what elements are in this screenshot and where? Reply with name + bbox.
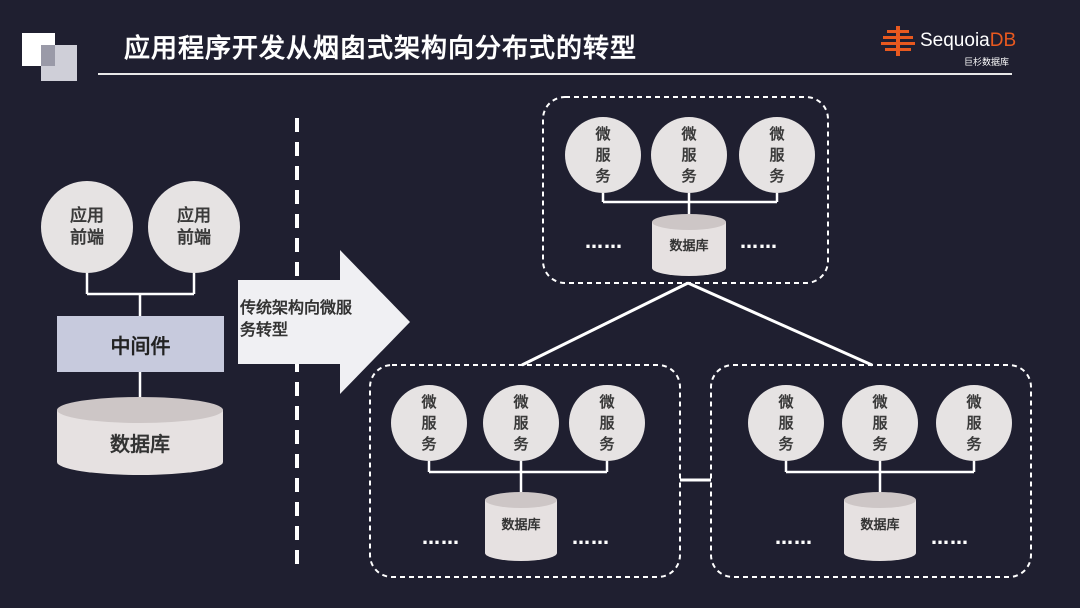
cluster-connectors [521, 281, 873, 482]
right-cluster-lines [784, 461, 976, 494]
db-cylinder-left [485, 492, 557, 561]
app-frontend-node: 应用前端 [148, 181, 240, 273]
microservice-node: 微服务 [391, 385, 467, 461]
left-cluster-database-label: 数据库 [501, 518, 541, 533]
logo-subtitle: 巨杉数据库 [964, 58, 1010, 68]
microservice-node: 微服务 [936, 385, 1012, 461]
top-database-label: 数据库 [669, 239, 709, 254]
microservice-node: 微服务 [565, 117, 641, 193]
ellipsis: …… [585, 232, 623, 253]
corner-decoration-overlap [41, 45, 55, 66]
left-cluster-lines [427, 461, 609, 494]
microservice-node: 微服务 [651, 117, 727, 193]
ellipsis: …… [775, 528, 813, 549]
page-title: 应用程序开发从烟囱式架构向分布式的转型 [124, 34, 638, 64]
left-database-label: 数据库 [110, 432, 170, 456]
microservice-node: 微服务 [842, 385, 918, 461]
arrow-label: 传统架构向微服务转型 [240, 298, 353, 339]
microservice-node: 微服务 [748, 385, 824, 461]
ellipsis: …… [931, 528, 969, 549]
db-cylinder-right [844, 492, 916, 561]
microservice-node: 微服务 [569, 385, 645, 461]
left-connectors [85, 272, 196, 400]
right-cluster-database-label: 数据库 [860, 518, 900, 533]
top-cluster-lines [601, 193, 779, 216]
ellipsis: …… [740, 232, 778, 253]
sequoia-logo-icon [881, 26, 915, 56]
transition-arrow [238, 250, 410, 394]
microservice-node: 微服务 [483, 385, 559, 461]
middleware-box: 中间件 [57, 316, 224, 372]
microservice-node: 微服务 [739, 117, 815, 193]
ellipsis: …… [422, 528, 460, 549]
ellipsis: …… [572, 528, 610, 549]
logo-wordmark: SequoiaDB [920, 30, 1017, 51]
title-underline [98, 73, 1012, 75]
db-cylinder-top [652, 214, 726, 276]
app-frontend-node: 应用前端 [41, 181, 133, 273]
left-database-cylinder [57, 397, 223, 475]
cluster-box-top [542, 96, 829, 284]
